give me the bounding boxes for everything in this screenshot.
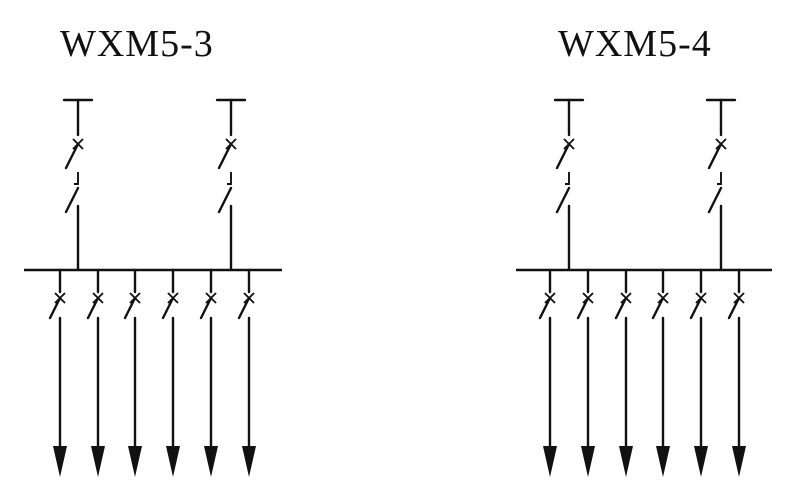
arrow-head (91, 446, 105, 477)
breaker-blade (614, 296, 628, 320)
breaker-blade (689, 296, 703, 320)
breaker-blade (86, 296, 100, 320)
isolator-blade (64, 186, 80, 214)
breaker-blade (123, 296, 137, 320)
outgoing-feeder (538, 268, 557, 477)
incoming-feeder (215, 98, 247, 272)
outgoing-feeder (614, 268, 633, 477)
arrow-head (656, 446, 670, 477)
breaker-blade (161, 296, 175, 320)
breaker-blade (48, 296, 62, 320)
panel-title-right: WXM5-4 (558, 23, 712, 65)
hook-mark (74, 172, 79, 185)
isolator-blade (555, 186, 571, 214)
outgoing-feeder (86, 268, 105, 477)
arrow-head (53, 446, 67, 477)
breaker-blade (555, 142, 571, 170)
incoming-feeder (705, 98, 737, 272)
panel-title-left: WXM5-3 (60, 23, 214, 65)
outgoing-feeder (689, 268, 708, 477)
outgoing-feeder (48, 268, 67, 477)
arrow-head (166, 446, 180, 477)
breaker-blade (651, 296, 665, 320)
panel-right (516, 98, 772, 477)
outgoing-feeder (651, 268, 670, 477)
breaker-blade (199, 296, 213, 320)
outgoing-feeder (123, 268, 142, 477)
outgoing-feeder (727, 268, 746, 477)
outgoing-feeder (237, 268, 256, 477)
outgoing-feeder (161, 268, 180, 477)
arrow-head (619, 446, 633, 477)
panel-left (24, 98, 282, 477)
hook-mark (565, 172, 570, 185)
isolator-blade (707, 186, 723, 214)
arrow-head (543, 446, 557, 477)
outgoing-feeder (576, 268, 595, 477)
arrow-head (581, 446, 595, 477)
arrow-head (694, 446, 708, 477)
isolator-blade (217, 186, 233, 214)
arrow-head (204, 446, 218, 477)
incoming-feeder (553, 98, 585, 272)
breaker-blade (576, 296, 590, 320)
hook-mark (717, 172, 722, 185)
arrow-head (128, 446, 142, 477)
breaker-blade (727, 296, 741, 320)
arrow-head (242, 446, 256, 477)
breaker-blade (64, 142, 80, 170)
breaker-blade (707, 142, 723, 170)
incoming-feeder (62, 98, 94, 272)
hook-mark (227, 172, 232, 185)
breaker-blade (538, 296, 552, 320)
outgoing-feeder (199, 268, 218, 477)
breaker-blade (217, 142, 233, 170)
arrow-head (732, 446, 746, 477)
breaker-blade (237, 296, 251, 320)
